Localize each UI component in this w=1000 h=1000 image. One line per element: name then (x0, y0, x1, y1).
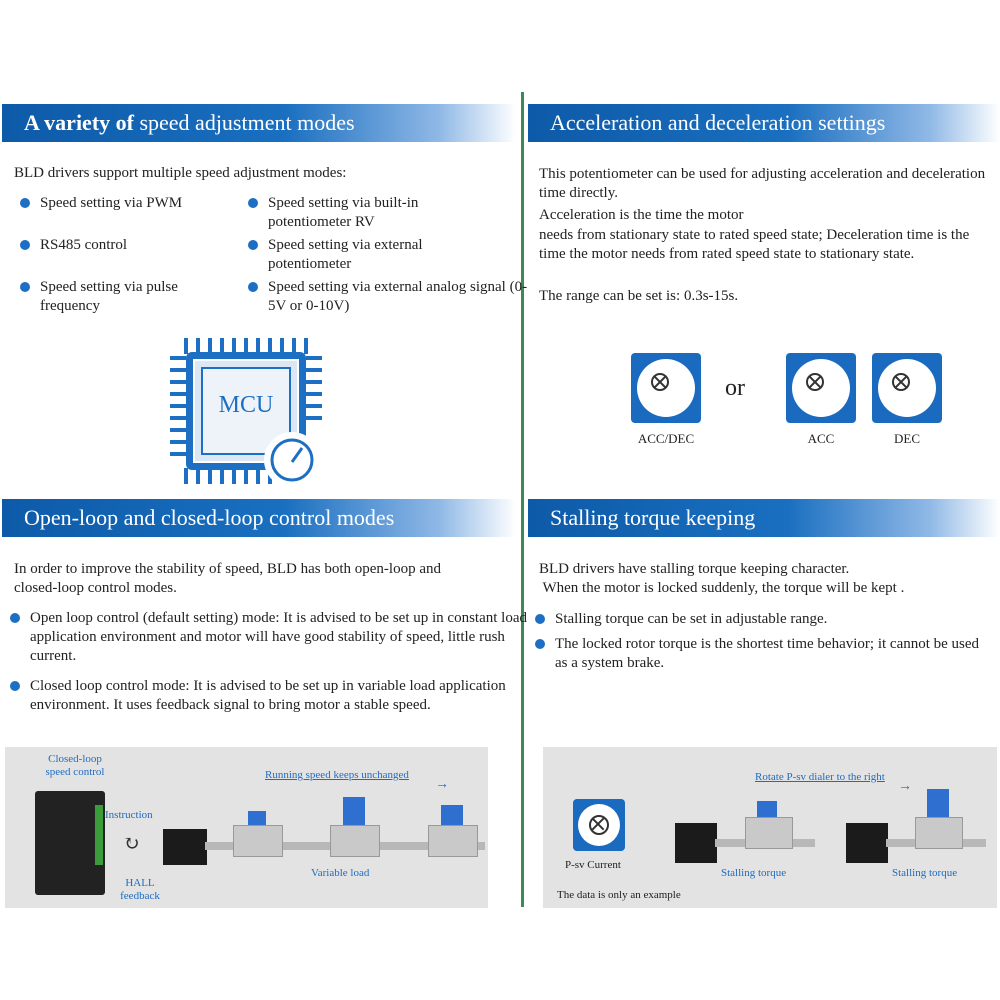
mcu-chip-icon (170, 338, 322, 488)
load-block-image (428, 825, 478, 857)
list-item: Speed setting via external potentiometer (248, 236, 488, 274)
dial-label: ACC (807, 431, 835, 446)
weight-stack-image (441, 805, 463, 825)
acc-dec-p3: needs from stationary state to rated spe… (539, 227, 970, 262)
or-label: or (725, 375, 745, 401)
loop-intro: In order to improve the stability of spe… (14, 561, 441, 596)
acc-dec-dial-icon (631, 353, 701, 423)
weight-stack-image (927, 789, 949, 817)
acc-dec-p2: Acceleration is the time the motor (539, 207, 744, 223)
dial-label: ACC/DEC (637, 431, 695, 446)
section-title-acc-dec: Acceleration and deceleration settings (528, 104, 1000, 142)
load-block-image (233, 825, 283, 857)
motor-image (163, 829, 207, 865)
instruction-label: Instruction (105, 809, 153, 821)
load-block-image (745, 817, 793, 849)
psv-current-label: P-sv Current (565, 859, 621, 871)
stall-line-1: BLD drivers have stalling torque keeping… (539, 561, 850, 577)
psv-dial-icon (573, 799, 625, 851)
motor-image (846, 823, 888, 863)
weight-stack-image (248, 811, 266, 825)
section-title-speed-modes: A variety of speed adjustment modes (2, 104, 516, 142)
list-item: Closed loop control mode: It is advised … (10, 677, 520, 715)
list-item: RS485 control (20, 236, 250, 255)
list-item: Open loop control (default setting) mode… (10, 609, 530, 666)
list-item: Stalling torque can be set in adjustable… (535, 610, 1000, 629)
column-divider (521, 92, 524, 907)
dec-dial-icon (872, 353, 942, 423)
mcu-label: MCU (218, 392, 274, 418)
load-block-image (330, 825, 380, 857)
dial-label: DEC (894, 431, 920, 446)
stall-figure-panel: Rotate P-sv dialer to the right → P-sv C… (543, 747, 997, 908)
acc-dec-p4: The range can be set is: 0.3s-15s. (539, 288, 739, 304)
list-item: Speed setting via pulse frequency (20, 278, 240, 316)
section-title-loop-control: Open-loop and closed-loop control modes (2, 499, 516, 537)
arrow-right-icon: → (435, 777, 449, 792)
stall-line-2: When the motor is locked suddenly, the t… (539, 580, 905, 596)
loop-arrow-icon: ↻ (123, 833, 140, 855)
stall-torque-label: Stalling torque (892, 867, 958, 879)
running-speed-label: Running speed keeps unchanged (265, 769, 409, 781)
example-note: The data is only an example (557, 889, 681, 901)
weight-stack-image (757, 801, 777, 817)
section-title-stalling-torque: Stalling torque keeping (528, 499, 1000, 537)
speed-modes-intro: BLD drivers support multiple speed adjus… (14, 165, 347, 181)
list-item: Speed setting via built-in potentiometer… (248, 194, 478, 232)
list-item: Speed setting via external analog signal… (248, 278, 538, 316)
weight-stack-image (343, 797, 365, 825)
variable-load-label: Variable load (311, 867, 370, 879)
load-block-image (915, 817, 963, 849)
hall-feedback-label: HALL feedback (120, 877, 160, 902)
motor-image (675, 823, 717, 863)
acc-dec-p1: This potentiometer can be used for adjus… (539, 166, 986, 201)
acc-dial-icon (786, 353, 856, 423)
list-item: Speed setting via PWM (20, 194, 250, 213)
stall-torque-label: Stalling torque (721, 867, 787, 879)
rotate-label: Rotate P-sv dialer to the right (755, 771, 885, 783)
loop-figure-panel: Closed-loop speed control Instruction ↻ … (5, 747, 488, 908)
closed-loop-label: Closed-loop speed control (45, 753, 105, 778)
driver-image (35, 791, 105, 895)
arrow-right-icon: → (898, 779, 912, 794)
list-item: The locked rotor torque is the shortest … (535, 635, 985, 673)
